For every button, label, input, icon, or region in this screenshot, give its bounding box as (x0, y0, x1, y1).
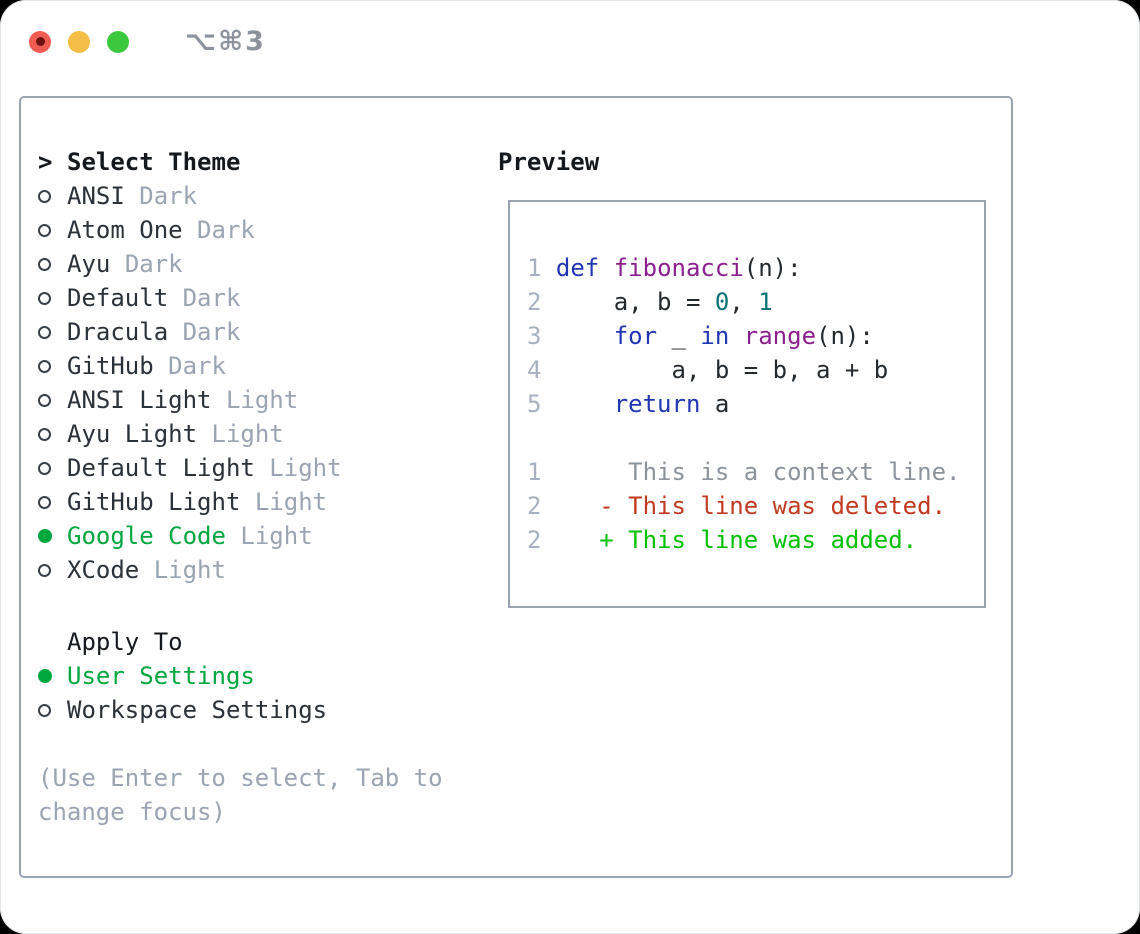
variant-label: Dark (139, 182, 198, 210)
apply-to-title: Apply To (67, 628, 183, 656)
variant-label: Dark (124, 250, 183, 278)
theme-option-github[interactable]: GitHub Dark (38, 349, 443, 383)
preview-column-header: Preview (498, 145, 599, 179)
theme-option-github-light[interactable]: GitHub Light Light (38, 485, 443, 519)
variant-label: Dark (197, 216, 255, 244)
option-label: XCode (67, 556, 140, 584)
radio-icon (38, 291, 51, 305)
focus-arrow-icon: > (38, 148, 53, 176)
spacer (527, 421, 984, 455)
spacer (38, 587, 443, 625)
option-label: Atom One (67, 216, 183, 244)
apply-option-user-settings[interactable]: User Settings (38, 659, 443, 693)
theme-option-dracula[interactable]: Dracula Dark (38, 315, 443, 349)
help-line: (Use Enter to select, Tab to (38, 764, 443, 792)
line-number: 4 (527, 356, 542, 384)
zoom-button[interactable] (107, 30, 129, 53)
line-number: 3 (527, 322, 542, 350)
option-label: Ayu (67, 250, 111, 278)
variant-label: Light (254, 488, 328, 516)
diff-line-added: 2 + This line was added. (527, 526, 918, 554)
radio-icon (38, 223, 51, 237)
line-number: 2 (527, 492, 542, 520)
option-label: ANSI (67, 182, 125, 210)
variant-label: Light (240, 522, 313, 550)
close-dot-icon (35, 37, 45, 46)
variant-label: Light (225, 386, 299, 414)
option-label: Google Code (67, 522, 226, 550)
line-number: 2 (527, 526, 542, 554)
option-label: GitHub (67, 352, 154, 380)
theme-option-ansi-light[interactable]: ANSI Light Light (38, 383, 443, 417)
radio-icon (38, 495, 51, 509)
variant-label: Dark (182, 318, 241, 346)
theme-option-ayu-light[interactable]: Ayu Light Light (38, 417, 443, 451)
radio-icon (38, 189, 51, 203)
theme-option-ayu[interactable]: Ayu Dark (38, 247, 443, 281)
help-line: change focus) (38, 798, 226, 826)
variant-label: Light (153, 556, 226, 584)
close-button[interactable] (29, 30, 51, 53)
option-label: Default (67, 284, 169, 312)
line-number: 1 (527, 254, 542, 282)
radio-icon (38, 703, 51, 717)
radio-icon (38, 461, 51, 475)
theme-option-xcode[interactable]: XCode Light (38, 553, 443, 587)
radio-icon (38, 257, 51, 271)
code-line: 4 a, b = b, a + b (527, 356, 889, 384)
radio-icon (38, 427, 51, 441)
option-label: Dracula (67, 318, 169, 346)
option-label: Workspace Settings (67, 696, 328, 724)
option-label: User Settings (67, 662, 255, 690)
preview-box: 1 def fibonacci(n): 2 a, b = 0, 1 3 for _ … (508, 200, 986, 608)
radio-selected-icon (38, 669, 52, 683)
diff-line-deleted: 2 - This line was deleted. (527, 492, 947, 520)
diff-preview: 1 This is a context line. 2 - This line w… (527, 455, 984, 557)
window-title: ⌥⌘3 (185, 26, 266, 57)
radio-icon (38, 359, 51, 373)
theme-option-ansi[interactable]: ANSI Dark (38, 179, 443, 213)
code-line: 2 a, b = 0, 1 (527, 288, 773, 316)
radio-icon (38, 393, 51, 407)
preview-title: Preview (498, 148, 600, 176)
code-preview: 1 def fibonacci(n): 2 a, b = 0, 1 3 for _ … (527, 251, 984, 421)
radio-icon (38, 325, 51, 339)
theme-option-default-light[interactable]: Default Light Light (38, 451, 443, 485)
line-number: 5 (527, 390, 542, 418)
radio-selected-icon (38, 529, 52, 543)
variant-label: Light (269, 454, 342, 482)
diff-line-context: 1 This is a context line. (527, 458, 961, 486)
line-number: 1 (527, 458, 542, 486)
code-line: 1 def fibonacci(n): (527, 254, 802, 282)
code-line: 3 for _ in range(n): (527, 322, 874, 350)
option-label: Default Light (67, 454, 255, 482)
select-theme-title: Select Theme (67, 148, 241, 176)
apply-to-header: Apply To (38, 625, 443, 659)
minimize-button[interactable] (68, 30, 90, 53)
theme-option-google-code[interactable]: Google Code Light (38, 519, 443, 553)
theme-option-default[interactable]: Default Dark (38, 281, 443, 315)
spacer (38, 727, 443, 761)
option-label: GitHub Light (67, 488, 241, 516)
line-number: 2 (527, 288, 542, 316)
option-label: ANSI Light (67, 386, 212, 414)
code-line: 5 return a (527, 390, 730, 418)
variant-label: Dark (182, 284, 241, 312)
titlebar: ⌥⌘3 (29, 26, 266, 57)
select-theme-header: > Select Theme (38, 145, 443, 179)
radio-icon (38, 563, 51, 577)
variant-label: Dark (168, 352, 226, 380)
apply-option-workspace-settings[interactable]: Workspace Settings (38, 693, 443, 727)
variant-label: Light (211, 420, 284, 448)
help-text: (Use Enter to select, Tab to change focu… (38, 761, 443, 829)
theme-option-atom-one[interactable]: Atom One Dark (38, 213, 443, 247)
option-label: Ayu Light (67, 420, 198, 448)
